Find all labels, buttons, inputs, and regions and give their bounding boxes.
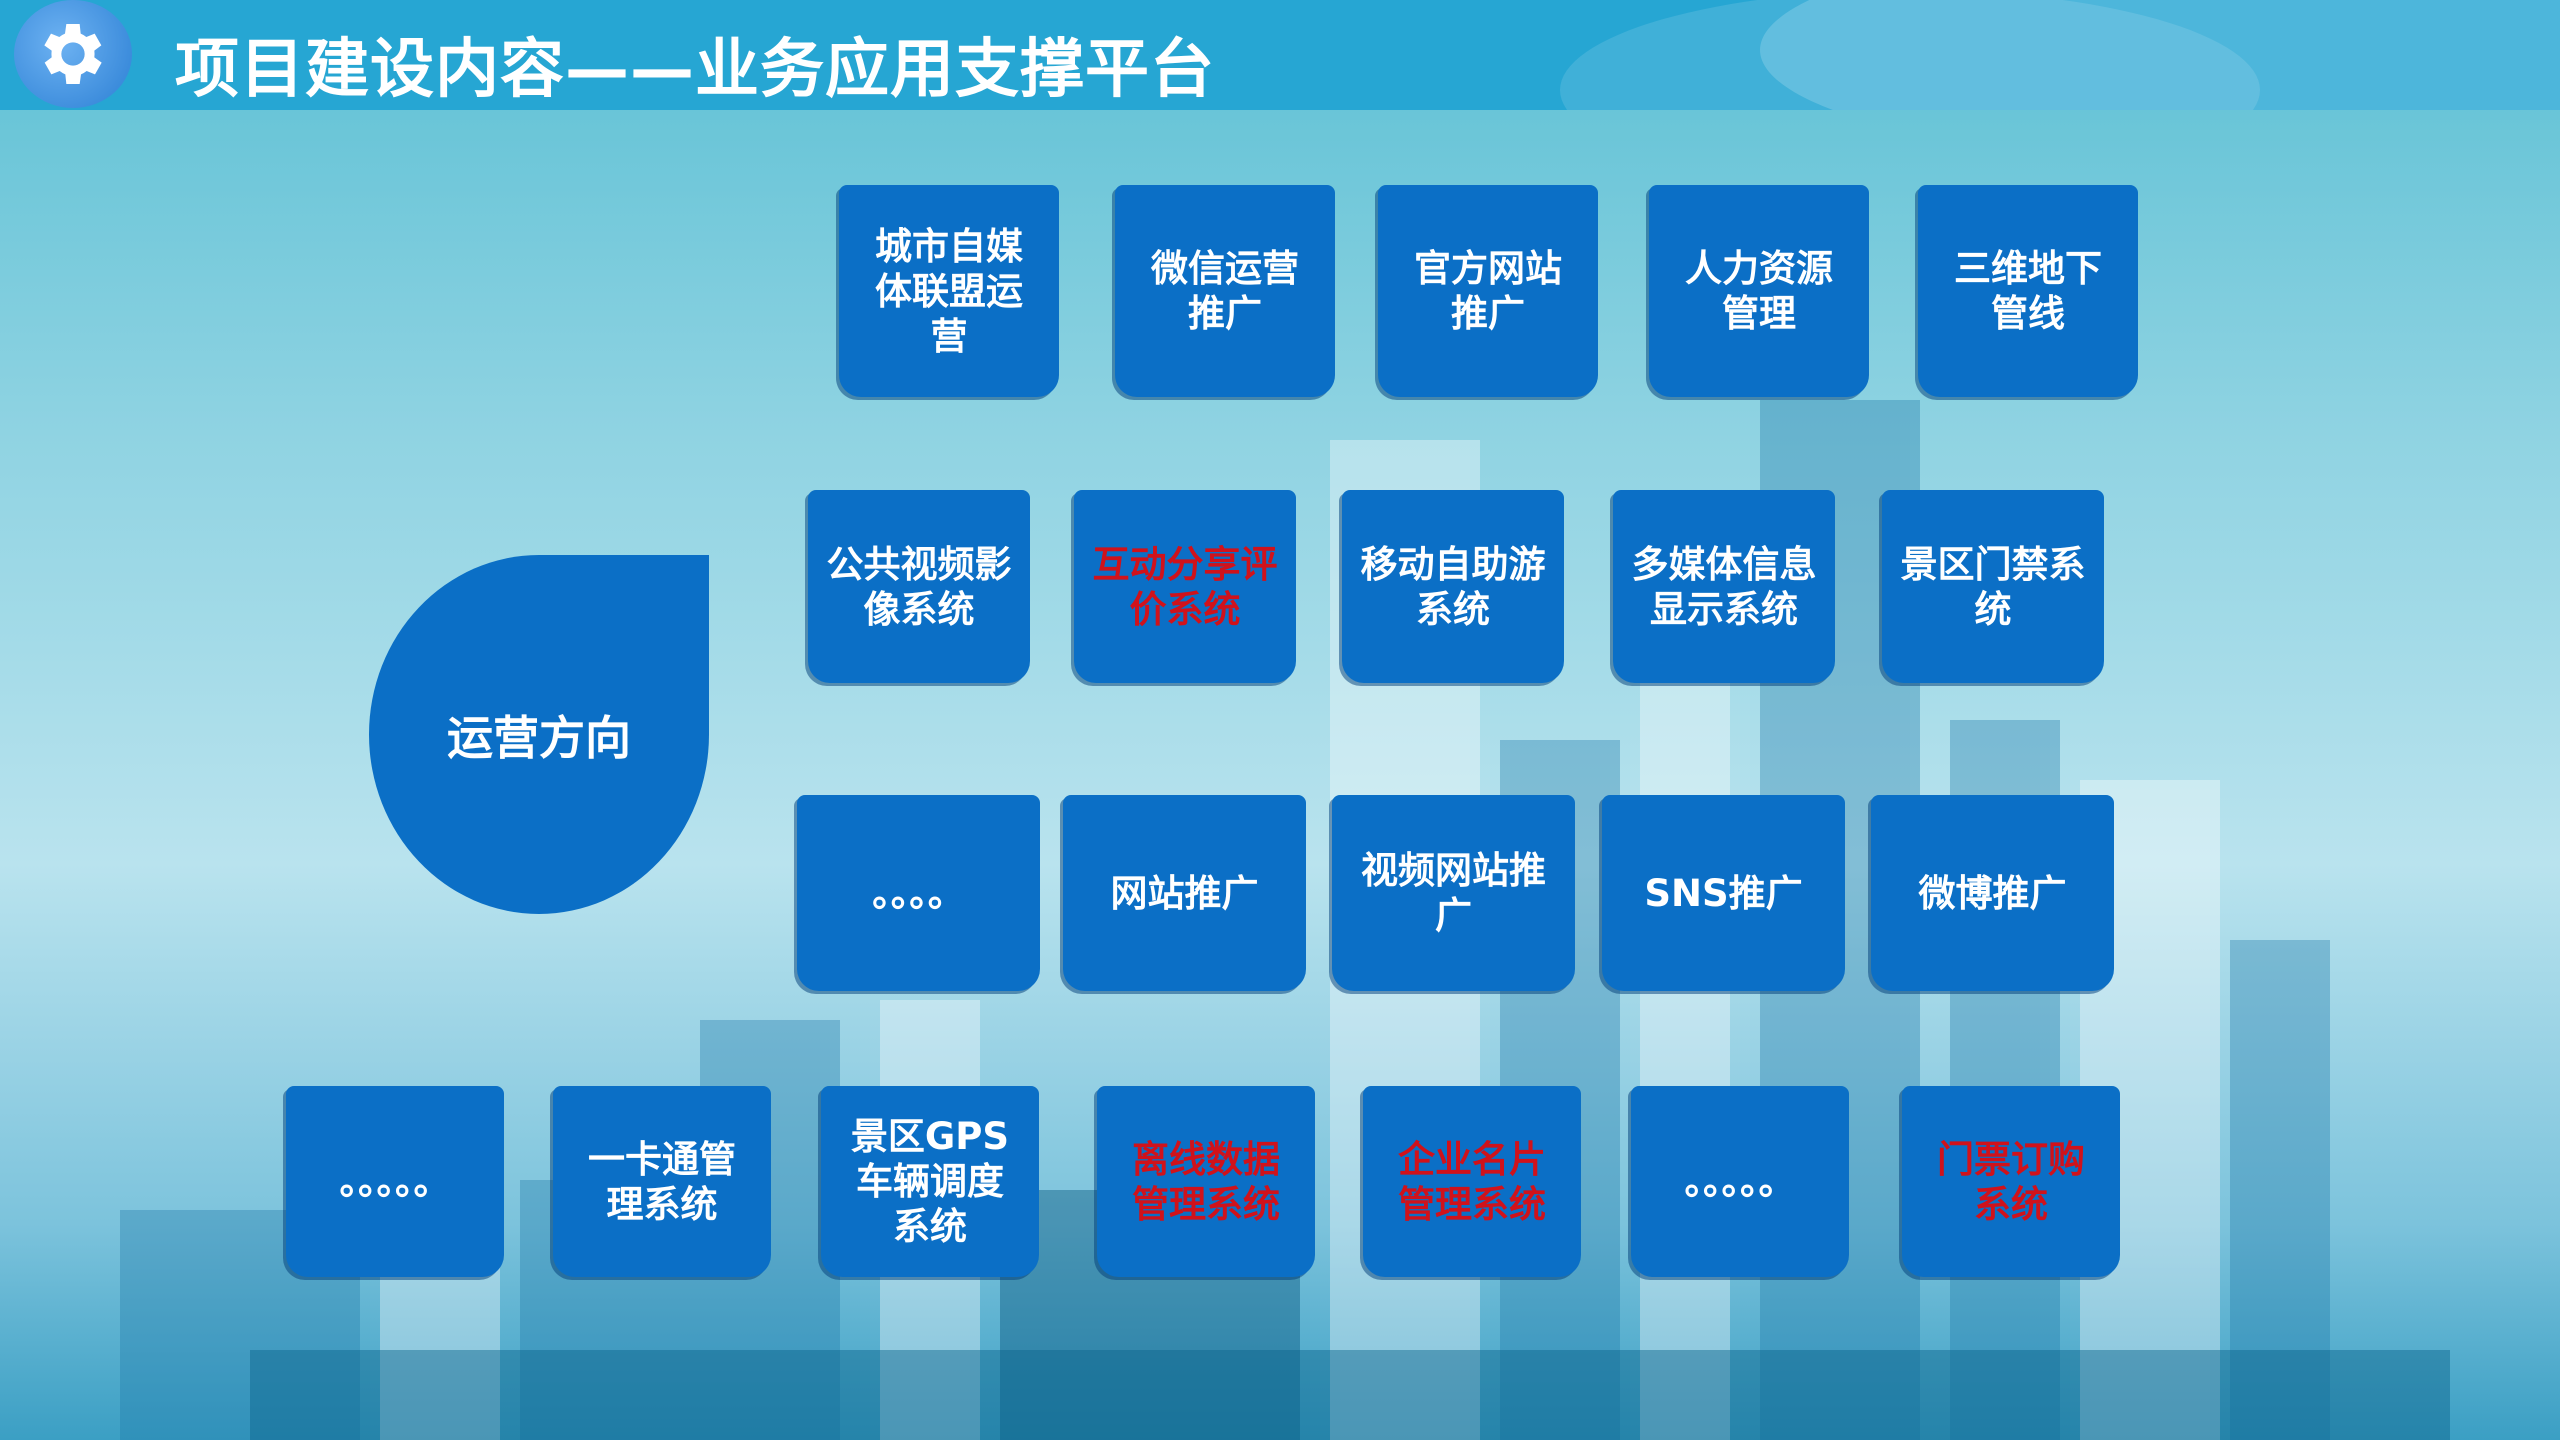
module-tile[interactable]: 。。。。。 bbox=[1631, 1086, 1849, 1277]
module-tile[interactable]: 城市自媒体联盟运营 bbox=[839, 185, 1059, 397]
module-tile[interactable]: 公共视频影像系统 bbox=[808, 490, 1030, 683]
module-tile-label: 网站推广 bbox=[1110, 871, 1259, 915]
module-tile[interactable]: 景区GPS车辆调度系统 bbox=[821, 1086, 1039, 1277]
module-tile[interactable]: 景区门禁系统 bbox=[1882, 490, 2104, 683]
module-tile[interactable]: 门票订购系统 bbox=[1902, 1086, 2120, 1277]
module-tile-label: 门票订购系统 bbox=[1937, 1137, 2085, 1226]
module-tile[interactable]: 离线数据管理系统 bbox=[1097, 1086, 1315, 1277]
module-tile-label: 移动自助游系统 bbox=[1360, 542, 1546, 631]
module-tile-label: 企业名片管理系统 bbox=[1398, 1137, 1546, 1226]
module-tile[interactable]: 视频网站推广 bbox=[1332, 795, 1575, 991]
module-tile-label: 。。。。 bbox=[872, 871, 965, 915]
module-tile[interactable]: 多媒体信息显示系统 bbox=[1613, 490, 1835, 683]
gear-icon bbox=[14, 0, 132, 108]
center-circle: 运营方向 bbox=[369, 555, 709, 914]
header-bar: 项目建设内容——业务应用支撑平台 bbox=[0, 0, 2560, 110]
module-tile-label: 。。。。。 bbox=[1684, 1160, 1796, 1203]
module-tile[interactable]: 互动分享评价系统 bbox=[1074, 490, 1296, 683]
module-tile-label: 景区门禁系统 bbox=[1900, 542, 2086, 631]
module-tile-label: 景区GPS车辆调度系统 bbox=[850, 1115, 1010, 1248]
module-tile-label: 三维地下管线 bbox=[1954, 247, 2102, 335]
module-tile-label: 。。。。。 bbox=[339, 1160, 451, 1203]
center-label: 运营方向 bbox=[447, 710, 631, 765]
module-tile-label: 多媒体信息显示系统 bbox=[1631, 542, 1817, 631]
module-tile[interactable]: 。。。。。 bbox=[286, 1086, 504, 1277]
module-tile-label: 微信运营推广 bbox=[1151, 247, 1299, 335]
module-tile-label: 微博推广 bbox=[1918, 871, 2067, 915]
module-tile-label: 公共视频影像系统 bbox=[826, 542, 1012, 631]
module-tile[interactable]: SNS推广 bbox=[1602, 795, 1845, 991]
module-tile[interactable]: 人力资源管理 bbox=[1649, 185, 1869, 397]
module-tile-label: 人力资源管理 bbox=[1685, 247, 1833, 335]
module-tile-label: 城市自媒体联盟运营 bbox=[875, 224, 1023, 358]
page-title: 项目建设内容——业务应用支撑平台 bbox=[175, 33, 1215, 107]
module-tile-label: 官方网站推广 bbox=[1414, 247, 1562, 335]
module-tile[interactable]: 移动自助游系统 bbox=[1342, 490, 1564, 683]
module-tile-label: 一卡通管理系统 bbox=[588, 1137, 736, 1226]
module-tile-label: 离线数据管理系统 bbox=[1132, 1137, 1280, 1226]
module-tile[interactable]: 官方网站推广 bbox=[1378, 185, 1598, 397]
module-tile[interactable]: 三维地下管线 bbox=[1918, 185, 2138, 397]
module-tile-label: SNS推广 bbox=[1644, 871, 1803, 915]
module-tile[interactable]: 微博推广 bbox=[1871, 795, 2114, 991]
module-tile[interactable]: 企业名片管理系统 bbox=[1363, 1086, 1581, 1277]
module-tile[interactable]: 。。。。 bbox=[797, 795, 1040, 991]
module-tile-label: 视频网站推广 bbox=[1361, 849, 1546, 937]
module-tile[interactable]: 一卡通管理系统 bbox=[553, 1086, 771, 1277]
module-tile-label: 互动分享评价系统 bbox=[1092, 542, 1278, 631]
module-tile[interactable]: 微信运营推广 bbox=[1115, 185, 1335, 397]
module-tile[interactable]: 网站推广 bbox=[1063, 795, 1306, 991]
